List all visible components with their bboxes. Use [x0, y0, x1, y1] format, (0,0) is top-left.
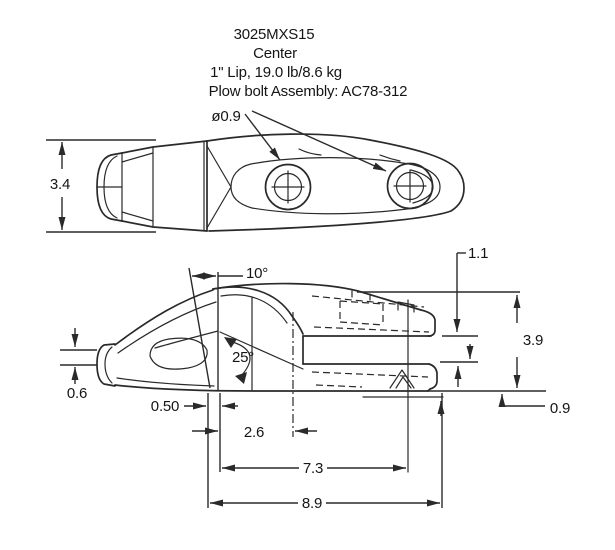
top-view-dimensions: 3.4 ø0.9	[46, 108, 387, 233]
dim-throat-angle: 25°	[224, 337, 254, 384]
title-lip-spec: 1" Lip, 19.0 lb/8.6 kg	[210, 64, 342, 81]
top-view-rear-bolt-hole	[386, 162, 434, 210]
title-block: 3025MXS15 Center 1" Lip, 19.0 lb/8.6 kg …	[209, 26, 408, 100]
top-view-tooth	[96, 140, 232, 232]
dim-top-leg-thickness: 1.1	[442, 245, 488, 337]
title-mount-position: Center	[253, 45, 297, 62]
dim-hole-span: 7.3	[222, 460, 406, 477]
dim-overall-length: 8.9	[210, 495, 440, 512]
side-view-tooth	[96, 289, 429, 392]
dim-throat-angle-label: 25°	[232, 349, 254, 366]
side-view-bottom-leg	[302, 363, 444, 398]
side-view	[96, 282, 444, 473]
dim-rear-height: 3.9	[357, 291, 543, 388]
dim-tip-height-label: 0.6	[67, 385, 87, 402]
dim-front-hole-distance: 2.6	[192, 424, 317, 441]
dim-tip-setback-label: 0.50	[151, 398, 179, 415]
title-assembly: Plow bolt Assembly: AC78-312	[209, 83, 408, 100]
dim-front-hole-label: 2.6	[244, 424, 264, 441]
dim-hole-diameter: ø0.9	[211, 108, 387, 172]
dim-rear-height-label: 3.9	[523, 332, 543, 349]
dim-hole-diameter-label: ø0.9	[211, 108, 240, 125]
side-view-hole-centerlines	[292, 299, 409, 473]
title-model: 3025MXS15	[234, 26, 315, 43]
dim-nose-angle: 10°	[188, 265, 268, 390]
dim-extension-lines-bottom	[207, 393, 443, 508]
dim-tip-setback: 0.50	[151, 398, 238, 415]
side-view-dimensions: 10° 25° 0.6 1.1 3.9	[60, 245, 570, 512]
top-view	[96, 133, 465, 232]
side-view-top-leg	[212, 282, 436, 337]
dim-hole-span-label: 7.3	[303, 460, 323, 477]
dim-tip-height: 0.6	[60, 328, 97, 402]
dim-top-leg-label: 1.1	[468, 245, 488, 262]
dim-width: 3.4	[46, 139, 156, 233]
dim-overall-length-label: 8.9	[302, 495, 322, 512]
top-view-front-bolt-hole	[264, 163, 312, 211]
side-view-nose	[212, 286, 304, 391]
dim-width-label: 3.4	[50, 176, 70, 193]
dim-nose-angle-label: 10°	[246, 265, 268, 282]
dim-bottom-step-label: 0.9	[550, 400, 570, 417]
dim-bottom-step: 0.9	[428, 344, 570, 417]
